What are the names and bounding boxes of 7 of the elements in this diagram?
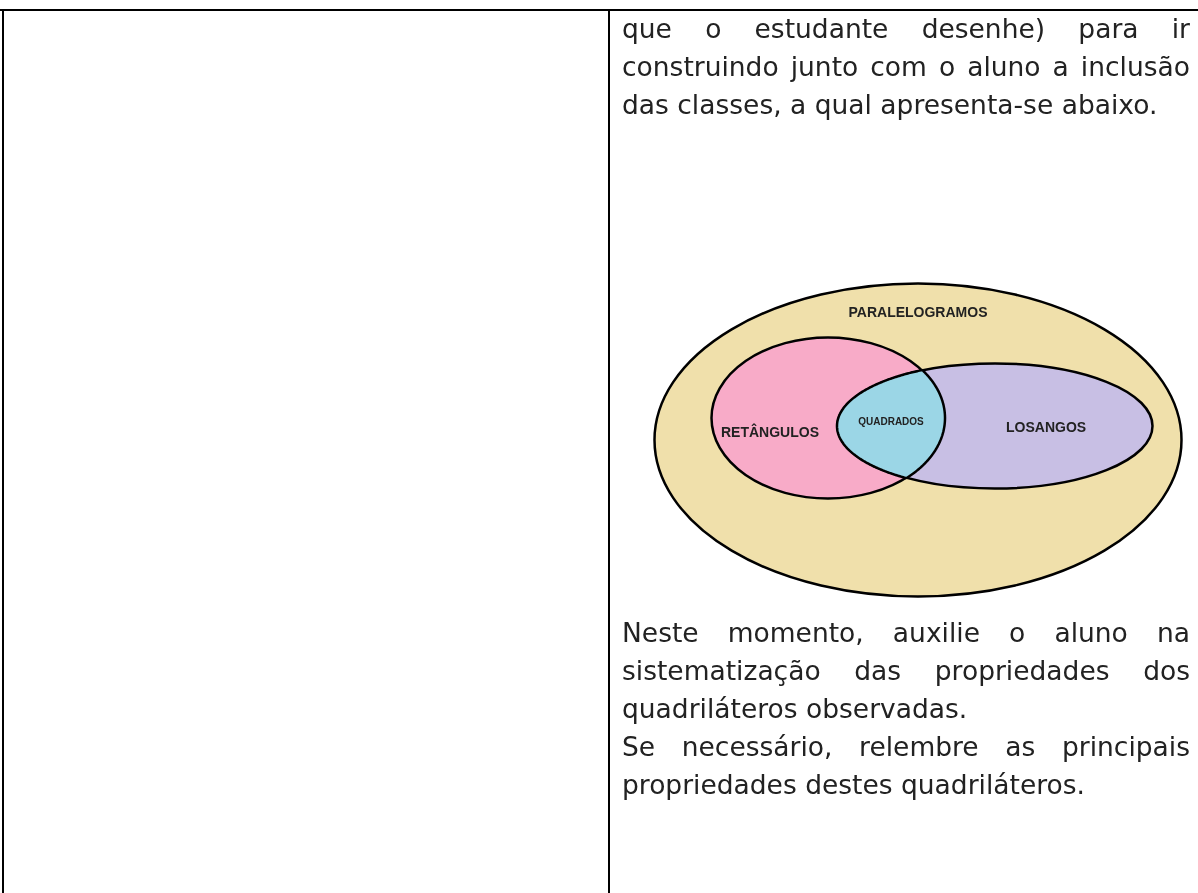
set-label: QUADRADOS <box>857 416 925 427</box>
set-label: RETÂNGULOS <box>721 424 819 440</box>
set-label: LOSANGOS <box>1006 419 1087 435</box>
paragraph: que o estudante desenhe) para ir construindo junto com o aluno a inclusão das classes, a qual apresenta-se abaixo. <box>622 12 1190 122</box>
paragraph: Se necessário, relembre as principais propriedades destes quadriláteros. <box>622 730 1190 802</box>
set-label: PARALELOGRAMOS <box>847 304 989 320</box>
paragraph: Neste momento, auxilie o aluno na sistematização das propriedades dos quadriláteros observadas. <box>622 616 1190 726</box>
